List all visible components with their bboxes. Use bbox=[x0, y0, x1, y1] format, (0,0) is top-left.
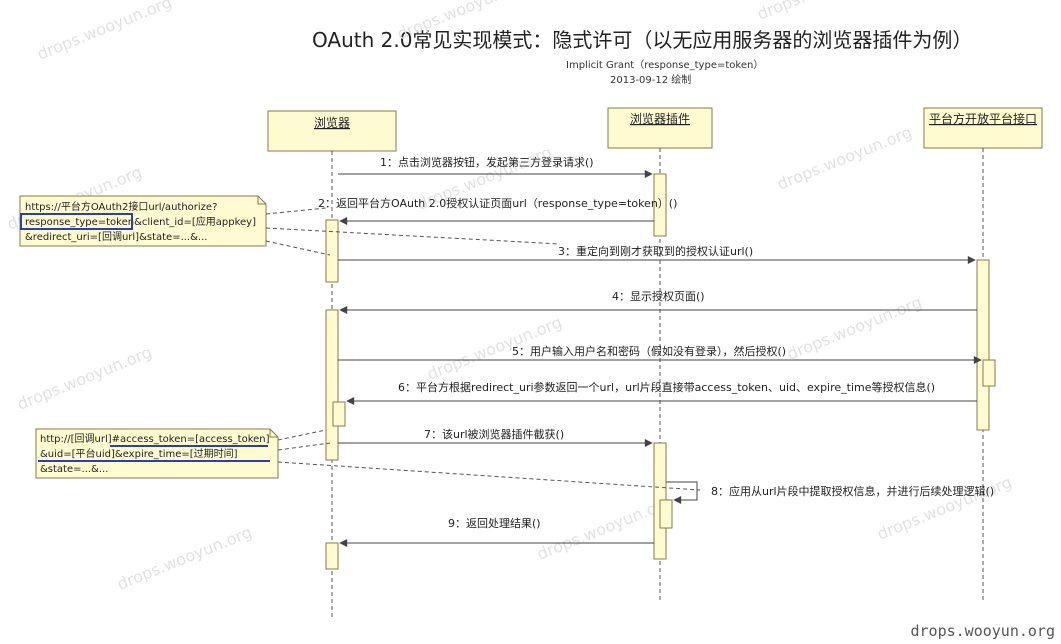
note-2-connector-a bbox=[277, 429, 327, 441]
note-fold-2 bbox=[269, 429, 278, 438]
diagram-subtitle: Implicit Grant（response_type=token） bbox=[566, 60, 764, 71]
note-fold-1 bbox=[257, 196, 266, 205]
note-authorize-url bbox=[19, 195, 267, 247]
activation-platform-1 bbox=[976, 259, 990, 431]
activation-browser-4 bbox=[325, 542, 339, 570]
diagram-title: OAuth 2.0常见实现模式：隐式许可（以无应用服务器的浏览器插件为例） bbox=[312, 28, 973, 52]
activation-platform-2 bbox=[982, 359, 996, 387]
message-arrow-8 bbox=[666, 481, 698, 504]
message-label-8: 8：应用从url片段中提取授权信息，并进行后续处理逻辑() bbox=[711, 484, 994, 498]
note-1-connector-b bbox=[265, 227, 561, 245]
message-label-4: 4：显示授权页面() bbox=[612, 289, 705, 303]
note-2-connector-c bbox=[277, 461, 701, 491]
message-label-1: 1：点击浏览器按钮，发起第三方登录请求() bbox=[380, 155, 594, 169]
activation-browser-3 bbox=[332, 401, 346, 427]
message-label-6: 6：平台方根据redirect_uri参数返回一个url，url片段直接带acc… bbox=[398, 380, 935, 394]
participant-label-browser: 浏览器 bbox=[314, 115, 350, 130]
note-2-line-2: &uid=[平台uid]&expire_time=[过期时间] bbox=[40, 447, 238, 460]
participant-box-plugin bbox=[607, 107, 713, 149]
footer-watermark: drops.wooyun.org bbox=[910, 622, 1056, 640]
watermark-text: drops.wooyun.org bbox=[784, 292, 924, 363]
note-2-connector-b bbox=[277, 442, 331, 451]
activation-plugin-3 bbox=[659, 499, 673, 529]
message-label-3: 3：重定向到刚才获取到的授权认证url() bbox=[558, 244, 753, 258]
watermark-text: drops.wooyun.org bbox=[874, 472, 1014, 543]
note-1-line-2: response_type=token&client_id=[应用appkey] bbox=[25, 215, 256, 228]
participant-label-plugin: 浏览器插件 bbox=[630, 111, 690, 126]
note-1-line-1: https://平台方OAuth2接口url/authorize? bbox=[25, 200, 217, 213]
participant-label-platform: 平台方开放平台接口 bbox=[929, 111, 1037, 126]
note-2-line-1: http://[回调url]#access_token=[access_toke… bbox=[40, 433, 270, 445]
participant-box-platform bbox=[923, 107, 1043, 149]
message-label-9: 9：返回处理结果() bbox=[448, 517, 541, 530]
watermark-text: drops.wooyun.org bbox=[114, 522, 254, 593]
watermark-text: drops.wooyun.org bbox=[774, 122, 914, 193]
watermark-text: drops.wooyun.org bbox=[34, 0, 174, 64]
message-label-5: 5：用户输入用户名和密码（假如没有登录），然后授权() bbox=[512, 344, 786, 358]
watermark-text: drops.wooyun.org bbox=[14, 342, 154, 413]
watermark-text: drops.wooyun.org bbox=[394, 0, 534, 44]
message-label-7: 7：该url被浏览器插件截获() bbox=[424, 427, 564, 441]
message-label-2: 2：返回平台方OAuth 2.0授权认证页面url（response_type=… bbox=[318, 196, 677, 210]
activation-browser-2 bbox=[325, 309, 339, 461]
watermark-text: drops.wooyun.org bbox=[754, 0, 894, 24]
note-2-line-3: &state=...&... bbox=[40, 464, 108, 475]
diagram-date: 2013-09-12 绘制 bbox=[610, 75, 692, 86]
note-1-connector-c bbox=[265, 240, 331, 256]
activation-plugin-1 bbox=[653, 173, 667, 237]
note-1-connector-a bbox=[265, 207, 327, 215]
watermark-layer: drops.wooyun.org drops.wooyun.org drops.wo… bbox=[4, 0, 1014, 594]
activation-browser-1 bbox=[325, 219, 339, 283]
note-callback-url bbox=[35, 428, 279, 479]
highlight-response-type bbox=[20, 213, 133, 230]
note-1-line-3: &redirect_uri=[回调url]&state=...&... bbox=[25, 231, 207, 243]
participant-box-browser bbox=[267, 110, 397, 152]
